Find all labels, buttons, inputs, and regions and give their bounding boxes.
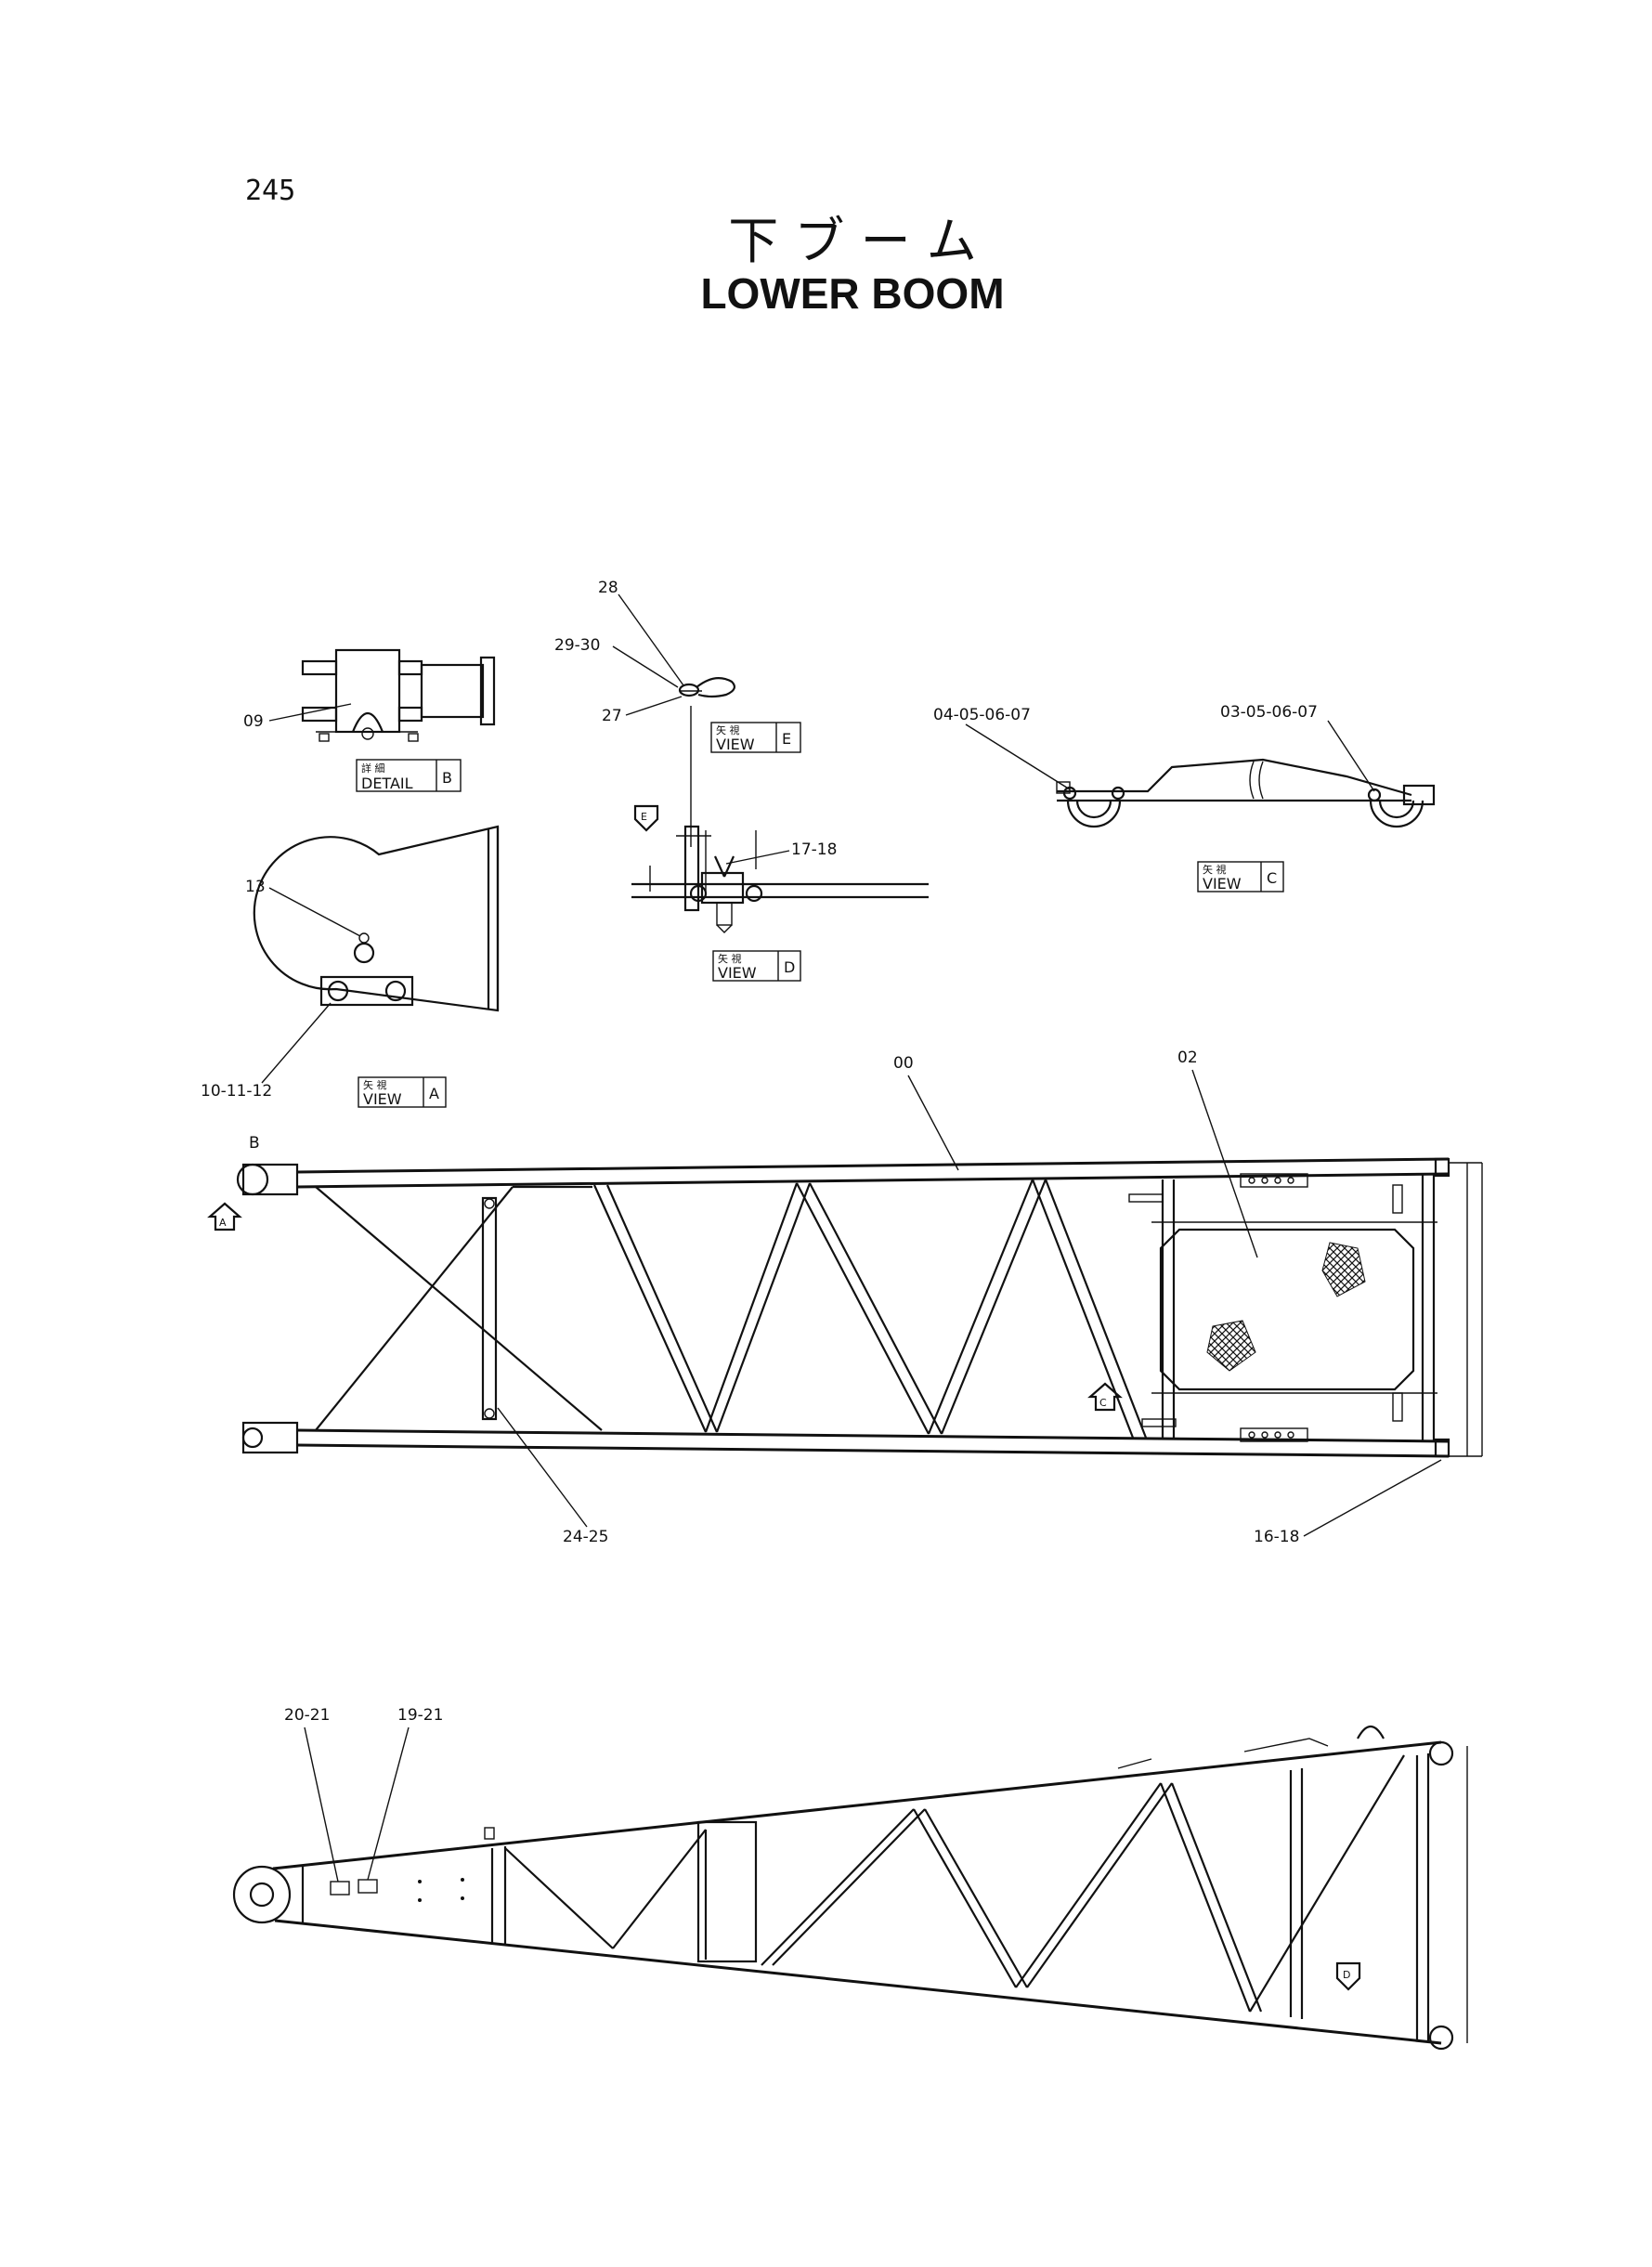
leader-19-21 xyxy=(367,1726,410,1881)
view-a-marker: A xyxy=(207,1202,242,1231)
svg-text:DETAIL: DETAIL xyxy=(361,775,413,792)
view-e-drawing xyxy=(678,677,735,698)
svg-text:詳 細: 詳 細 xyxy=(361,762,385,775)
svg-text:VIEW: VIEW xyxy=(363,1090,402,1108)
callout-27: 27 xyxy=(602,707,622,725)
svg-text:D: D xyxy=(784,958,795,976)
svg-text:矢 視: 矢 視 xyxy=(718,952,742,965)
leader-16-18 xyxy=(1303,1459,1442,1537)
svg-text:矢 視: 矢 視 xyxy=(363,1078,387,1091)
svg-text:矢 視: 矢 視 xyxy=(1203,863,1227,876)
leader-02 xyxy=(1191,1069,1258,1258)
leader-13 xyxy=(268,887,361,937)
callout-09: 09 xyxy=(243,712,264,731)
svg-text:E: E xyxy=(641,811,647,823)
detail-b-drawing xyxy=(301,648,496,742)
leader-00 xyxy=(907,1075,959,1171)
mesh-patch-lower xyxy=(1206,1320,1256,1372)
svg-text:VIEW: VIEW xyxy=(1203,875,1242,892)
leader-09 xyxy=(268,703,352,722)
title-english: LOWER BOOM xyxy=(700,269,1004,318)
detail-b-label: 詳 細 DETAIL B xyxy=(356,759,462,792)
title-japanese: 下 ブ ー ム xyxy=(728,212,977,270)
svg-text:A: A xyxy=(219,1217,227,1229)
svg-text:A: A xyxy=(429,1085,439,1102)
view-c-marker: C xyxy=(1087,1382,1123,1412)
view-a-drawing xyxy=(253,825,500,1012)
view-e-label: 矢 視 VIEW E xyxy=(710,722,801,753)
callout-28: 28 xyxy=(598,579,618,597)
mesh-patch-upper xyxy=(1321,1242,1366,1297)
svg-text:VIEW: VIEW xyxy=(718,964,757,982)
leader-29-30 xyxy=(612,645,679,688)
leader-24-25 xyxy=(497,1407,588,1528)
svg-text:C: C xyxy=(1099,1397,1107,1409)
leader-17-18 xyxy=(725,850,790,865)
svg-text:矢 視: 矢 視 xyxy=(716,723,740,736)
callout-02: 02 xyxy=(1177,1049,1198,1067)
view-d-marker: D xyxy=(1335,1961,1361,1991)
leader-04-05-06-07 xyxy=(965,723,1071,790)
svg-text:C: C xyxy=(1267,869,1277,887)
svg-text:VIEW: VIEW xyxy=(716,736,755,753)
page-number: 245 xyxy=(245,175,295,207)
leader-27 xyxy=(625,696,683,716)
boom-side-view xyxy=(232,1725,1468,2051)
svg-text:D: D xyxy=(1343,1969,1350,1981)
leader-20-21 xyxy=(304,1726,339,1883)
callout-00: 00 xyxy=(893,1054,914,1073)
callout-20-21: 20-21 xyxy=(284,1706,330,1725)
view-a-label: 矢 視 VIEW A xyxy=(358,1076,447,1108)
view-b-marker: B xyxy=(249,1134,260,1153)
view-c-drawing xyxy=(1056,758,1436,828)
view-e-marker: E xyxy=(633,804,659,832)
svg-text:B: B xyxy=(249,1134,260,1153)
callout-24-25: 24-25 xyxy=(563,1528,608,1546)
callout-10-11-12: 10-11-12 xyxy=(201,1082,272,1101)
callout-16-18: 16-18 xyxy=(1254,1528,1299,1546)
view-c-label: 矢 視 VIEW C xyxy=(1197,861,1284,892)
svg-text:E: E xyxy=(782,730,791,748)
leader-28 xyxy=(618,593,684,686)
callout-17-18: 17-18 xyxy=(791,840,837,859)
view-d-label: 矢 視 VIEW D xyxy=(712,950,801,982)
leader-03-05-06-07 xyxy=(1327,720,1375,792)
view-d-drawing xyxy=(631,825,929,933)
callout-13: 13 xyxy=(245,878,266,896)
callout-03-05-06-07: 03-05-06-07 xyxy=(1220,703,1318,722)
callout-04-05-06-07: 04-05-06-07 xyxy=(933,706,1031,724)
callout-29-30: 29-30 xyxy=(554,636,600,655)
boom-top-view xyxy=(236,1157,1483,1458)
leader-10-11-12 xyxy=(261,1002,332,1084)
svg-text:B: B xyxy=(442,769,452,787)
callout-19-21: 19-21 xyxy=(397,1706,443,1725)
